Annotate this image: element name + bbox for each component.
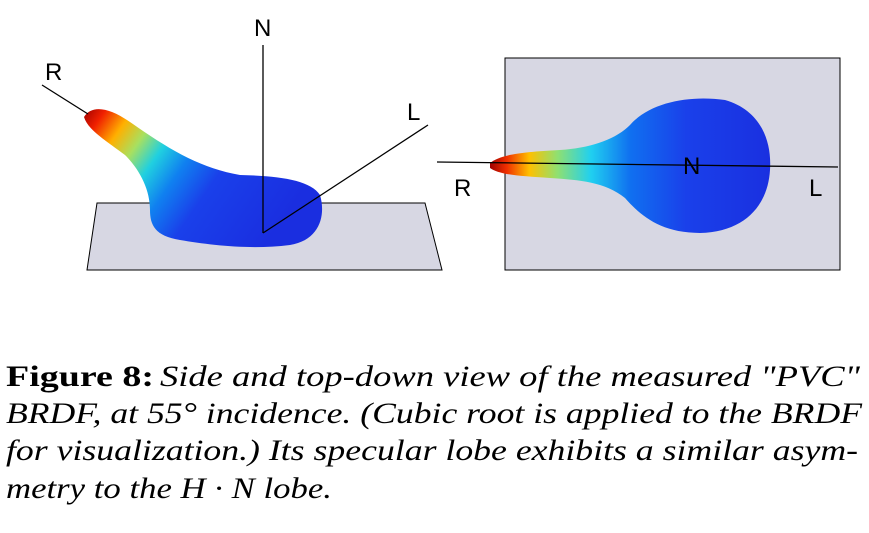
label-r: R	[45, 59, 62, 86]
top-view-panel: N R L	[436, 57, 841, 271]
label-l-top: L	[809, 175, 822, 202]
reflection-axis	[41, 84, 89, 115]
caption-line-1: Side and top-down view of the measured "…	[160, 360, 860, 393]
label-l: L	[407, 99, 420, 126]
label-n: N	[254, 15, 271, 42]
label-r-top: R	[454, 175, 471, 202]
caption-line-2: BRDF, at 55° incidence. (Cubic root is a…	[6, 397, 863, 430]
figure-caption: Figure 8: Side and top-down view of the …	[6, 360, 863, 505]
label-n-top: N	[683, 153, 700, 180]
top-axis	[436, 161, 839, 168]
brdf-lobe-top	[490, 98, 771, 233]
caption-line-3: for visualization.) Its specular lobe ex…	[6, 434, 858, 467]
side-view-panel: N R L	[41, 15, 443, 271]
light-axis	[262, 124, 429, 234]
caption-line-4: metry to the H · N lobe.	[6, 472, 332, 505]
caption-label: Figure 8:	[6, 360, 154, 393]
